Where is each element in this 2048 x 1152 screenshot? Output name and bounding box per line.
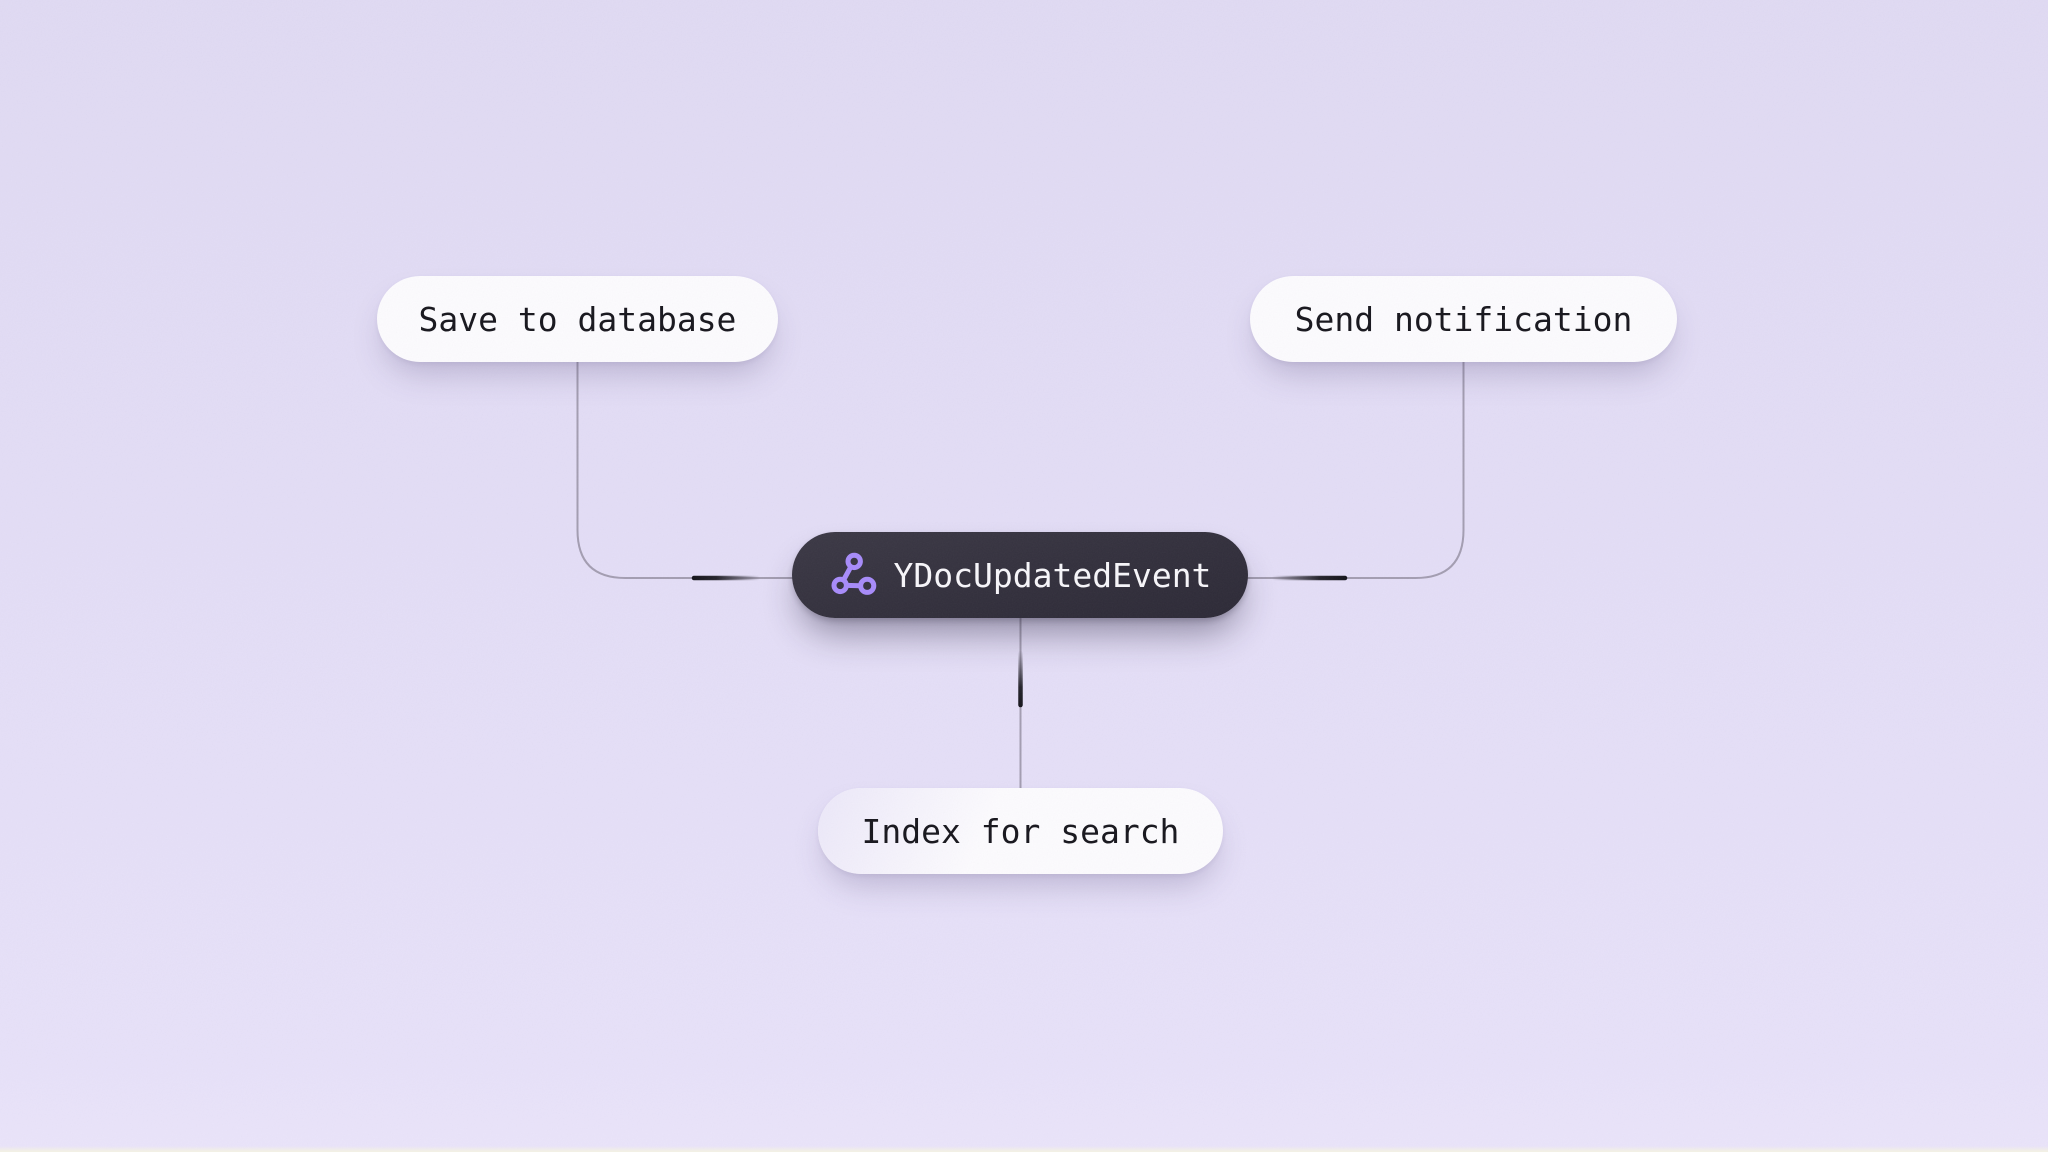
edge-event-to-save (576, 362, 794, 579)
event-node-label: YDocUpdatedEvent (893, 555, 1212, 595)
node-label: Save to database (418, 299, 737, 339)
node-ydoc-updated-event[interactable]: YDocUpdatedEvent (792, 532, 1248, 618)
node-label: Send notification (1294, 299, 1633, 339)
edge-event-to-send (1246, 362, 1465, 579)
node-send-notification[interactable]: Send notification (1250, 276, 1677, 362)
node-save-to-database[interactable]: Save to database (377, 276, 778, 362)
node-label: Index for search (861, 811, 1180, 851)
webhook-icon (829, 551, 877, 599)
node-index-for-search[interactable]: Index for search (818, 788, 1223, 874)
